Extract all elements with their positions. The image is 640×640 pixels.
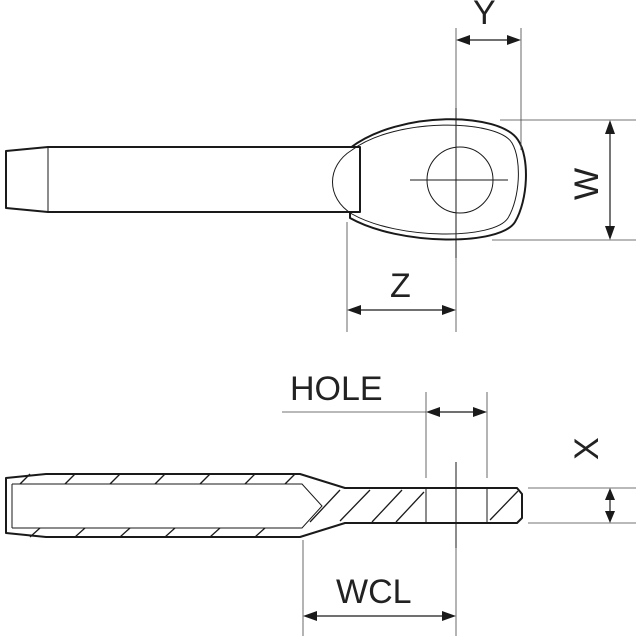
label-y: Y xyxy=(473,0,496,32)
section-outline xyxy=(5,473,523,538)
dim-z: Z xyxy=(346,222,457,332)
dim-w: W xyxy=(492,119,636,241)
eye-inner-edge xyxy=(332,124,519,235)
label-hole: HOLE xyxy=(290,370,383,408)
dim-y: Y xyxy=(455,0,522,150)
top-view xyxy=(5,108,527,258)
dim-wcl: WCL xyxy=(302,540,457,636)
label-wcl: WCL xyxy=(336,573,412,611)
hatch-bottom-wall xyxy=(29,527,266,538)
hatch-top-wall xyxy=(19,473,296,485)
shank-outline xyxy=(5,146,361,213)
label-w: W xyxy=(568,168,606,200)
eye-outline xyxy=(349,118,527,241)
dim-hole: HOLE xyxy=(282,370,488,478)
hatch-solid xyxy=(309,489,519,523)
section-bore xyxy=(12,483,323,529)
label-z: Z xyxy=(390,267,411,305)
section-view xyxy=(5,462,523,548)
dim-x: X xyxy=(528,437,636,524)
label-x: X xyxy=(568,437,606,460)
